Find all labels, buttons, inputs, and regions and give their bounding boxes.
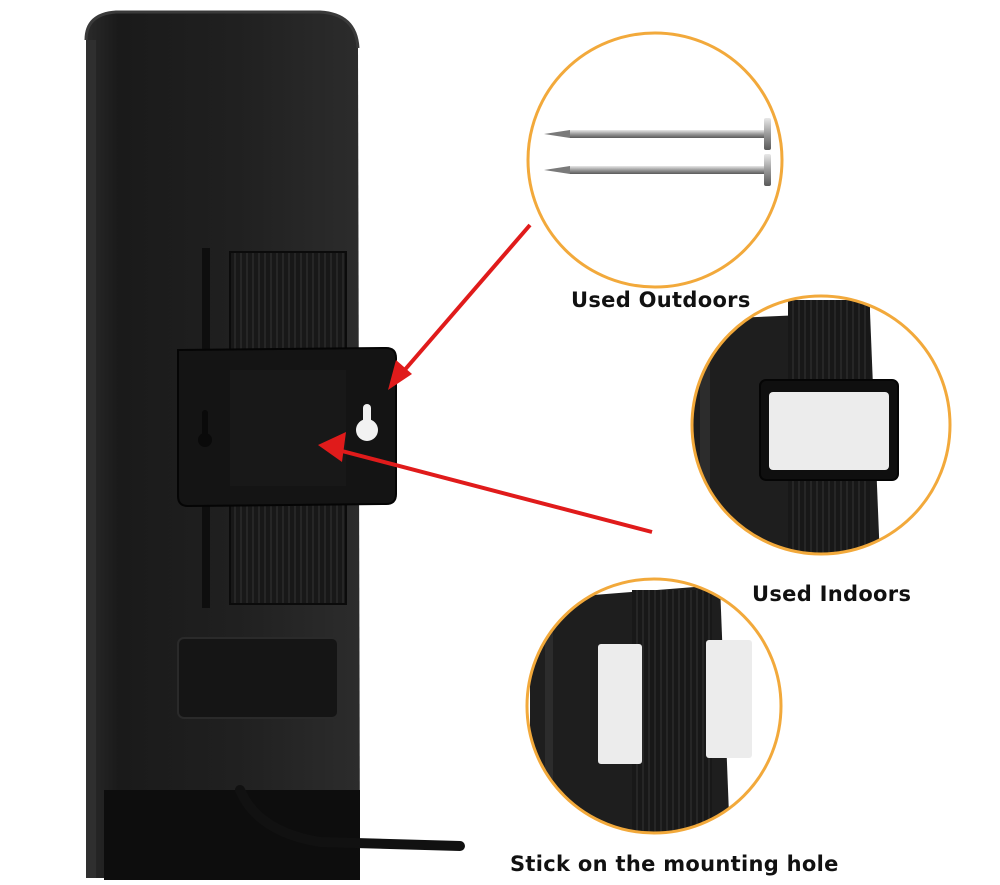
keyhole-slot-right — [356, 404, 378, 441]
detail-nails-circle — [526, 31, 784, 289]
detail-indoors-circle — [690, 294, 952, 556]
adhesive-tape — [769, 392, 889, 470]
caption-stick-on-mounting-hole: Stick on the mounting hole — [510, 852, 839, 876]
adhesive-tape-right — [706, 640, 752, 758]
caption-used-indoors: Used Indoors — [752, 582, 912, 606]
detail-stick-circle — [525, 577, 783, 835]
adhesive-tape-left — [598, 644, 642, 764]
arrow-indoors — [318, 432, 653, 534]
caption-used-outdoors: Used Outdoors — [571, 288, 751, 312]
nail-icon — [544, 154, 771, 186]
nail-icon — [544, 118, 771, 150]
mounting-bracket — [177, 346, 397, 508]
keyhole-slot-left — [198, 410, 212, 447]
arrow-outdoors — [388, 223, 532, 390]
